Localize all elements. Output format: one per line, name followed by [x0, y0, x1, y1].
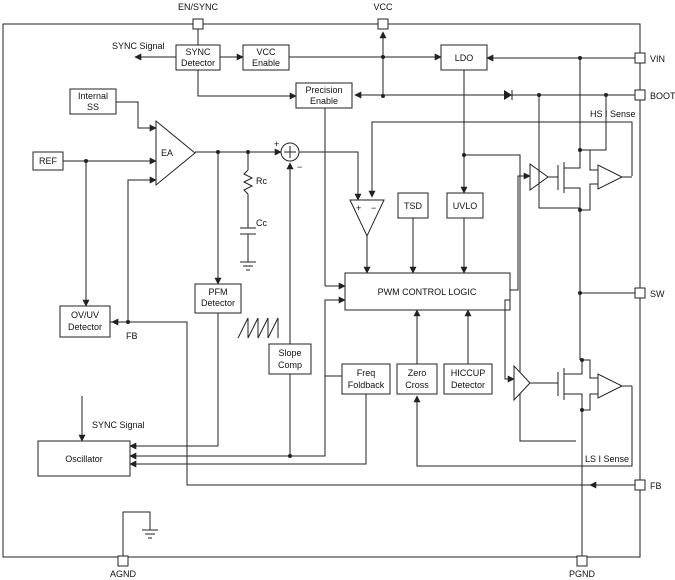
low-side-driver	[513, 364, 558, 402]
sync-detector-block: SYNC Detector	[175, 44, 221, 71]
internal-ss-block: Internal SS	[69, 88, 117, 115]
svg-text:Enable: Enable	[252, 58, 280, 68]
comparator-plus: +	[356, 203, 361, 213]
svg-text:Comp: Comp	[278, 360, 302, 370]
oscillator-block: Oscillator	[37, 440, 131, 477]
svg-text:EA: EA	[161, 148, 173, 158]
rc-label: Rc	[256, 176, 267, 186]
high-side-driver	[529, 163, 558, 191]
pin-fb: FB	[634, 479, 662, 491]
freq-foldback-block: Freq Foldback	[341, 363, 391, 395]
pin-label-fb: FB	[650, 481, 662, 491]
svg-text:Freq: Freq	[357, 368, 376, 378]
low-side-mosfet	[557, 358, 584, 412]
ls-sense-label: LS I Sense	[585, 454, 629, 464]
svg-text:Cross: Cross	[405, 380, 429, 390]
svg-text:Internal: Internal	[78, 91, 108, 101]
svg-text:SS: SS	[87, 102, 99, 112]
error-amplifier: EA	[155, 119, 196, 187]
svg-text:Oscillator: Oscillator	[65, 454, 103, 464]
svg-text:Detector: Detector	[451, 380, 485, 390]
hiccup-detector-block: HICCUP Detector	[443, 363, 493, 395]
svg-text:HICCUP: HICCUP	[451, 368, 486, 378]
hs-sense-label: HS I Sense	[590, 109, 636, 119]
pin-agnd: AGND	[110, 555, 137, 579]
pin-pgnd: PGND	[569, 555, 596, 579]
svg-text:PWM CONTROL LOGIC: PWM CONTROL LOGIC	[378, 287, 477, 297]
svg-text:Detector: Detector	[68, 322, 102, 332]
svg-text:TSD: TSD	[404, 201, 423, 211]
pin-label-boot: BOOT	[650, 91, 675, 101]
pin-sw: SW	[634, 287, 665, 299]
svg-text:SYNC: SYNC	[185, 47, 211, 57]
pwm-comparator: + −	[349, 199, 385, 238]
ovuv-detector-block: OV/UV Detector	[59, 305, 111, 338]
pin-vcc: VCC	[373, 2, 393, 30]
pin-label-agnd: AGND	[110, 569, 137, 579]
ref-block: REF	[32, 151, 64, 171]
high-side-mosfet	[557, 148, 582, 212]
zero-cross-block: Zero Cross	[396, 363, 438, 395]
sync-signal-top-label: SYNC Signal	[112, 41, 165, 51]
svg-text:Slope: Slope	[278, 348, 301, 358]
pin-label-pgnd: PGND	[569, 569, 596, 579]
svg-text:UVLO: UVLO	[453, 201, 478, 211]
precision-enable-block: Precision Enable	[295, 82, 353, 109]
slope-comp-block: Slope Comp	[268, 343, 312, 375]
svg-text:PFM: PFM	[209, 287, 228, 297]
cc-label: Cc	[256, 218, 267, 228]
svg-text:Enable: Enable	[310, 96, 338, 106]
ldo-block: LDO	[440, 44, 488, 71]
uvlo-block: UVLO	[446, 192, 484, 219]
vcc-enable-block: VCC Enable	[242, 44, 290, 71]
pin-label-vin: VIN	[650, 54, 665, 64]
summing-junction: + −	[274, 139, 302, 172]
svg-text:REF: REF	[39, 156, 58, 166]
svg-text:Precision: Precision	[305, 85, 342, 95]
comparator-minus: −	[371, 203, 376, 213]
ls-current-sense-amp	[582, 359, 632, 411]
svg-text:Foldback: Foldback	[348, 380, 385, 390]
sum-plus-sign: +	[274, 139, 279, 149]
svg-text:OV/UV: OV/UV	[71, 310, 99, 320]
pin-vin: VIN	[634, 52, 665, 64]
svg-text:LDO: LDO	[455, 53, 474, 63]
pin-label-en-sync: EN/SYNC	[178, 2, 219, 12]
svg-text:Detector: Detector	[201, 298, 235, 308]
svg-text:Detector: Detector	[181, 58, 215, 68]
sync-signal-bottom-label: SYNC Signal	[92, 420, 145, 430]
tsd-block: TSD	[397, 192, 429, 219]
pin-label-sw: SW	[650, 289, 665, 299]
sum-minus-sign: −	[297, 162, 302, 172]
svg-text:Zero: Zero	[408, 368, 427, 378]
pwm-control-logic-block: PWM CONTROL LOGIC	[344, 272, 511, 311]
pin-boot: BOOT	[634, 89, 675, 101]
fb-internal-label: FB	[126, 331, 138, 341]
pin-label-vcc: VCC	[373, 2, 393, 12]
hs-current-sense-amp	[580, 149, 632, 211]
pin-en-sync: EN/SYNC	[178, 2, 219, 30]
svg-text:VCC: VCC	[256, 47, 276, 57]
pfm-detector-block: PFM Detector	[194, 283, 242, 314]
